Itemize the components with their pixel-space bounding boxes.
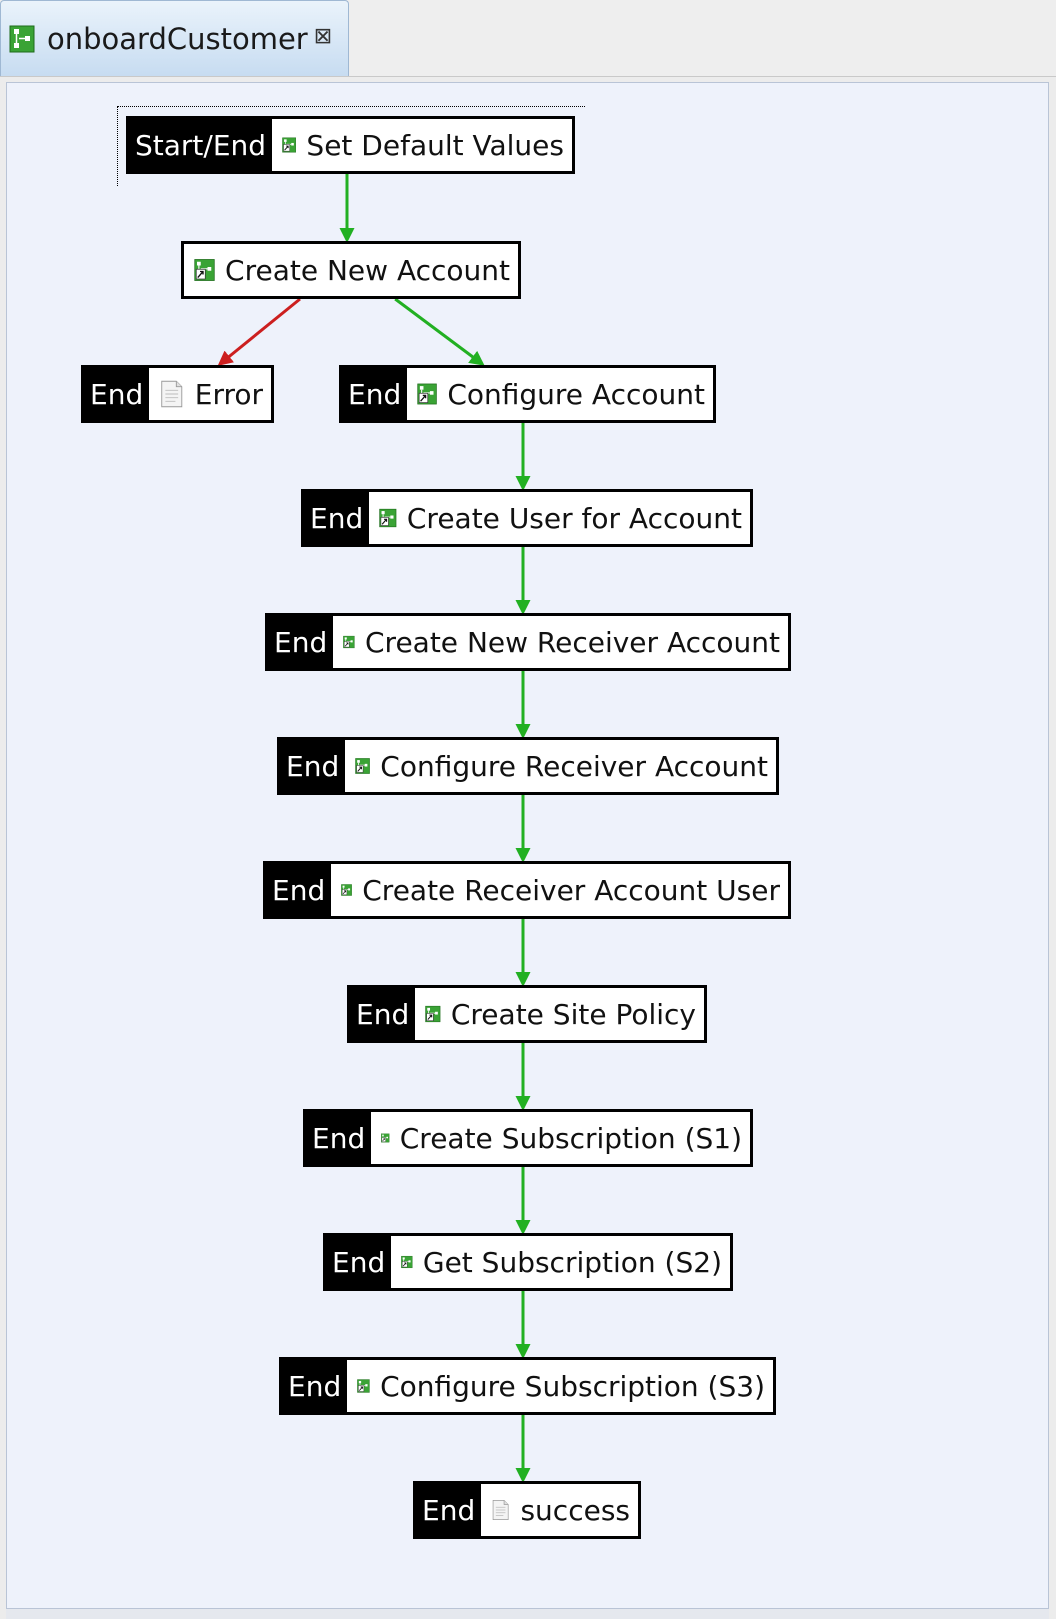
service-call-icon	[282, 137, 297, 153]
node-label: Configure Receiver Account	[380, 749, 768, 783]
node-create-site-policy[interactable]: End Create Site Policy	[347, 985, 707, 1043]
node-create-new-receiver-account[interactable]: End Create New Receiver Account	[265, 613, 791, 671]
tab-title: onboardCustomer	[47, 22, 308, 56]
node-get-subscription-s2[interactable]: End Get Subscription (S2)	[323, 1233, 733, 1291]
node-success[interactable]: End success	[413, 1481, 641, 1539]
service-call-icon	[401, 1255, 413, 1269]
node-set-default-values[interactable]: Start/End Set Default Values	[126, 116, 575, 174]
selection-marquee	[117, 106, 585, 186]
service-call-icon	[425, 1005, 441, 1023]
node-label: Create Receiver Account User	[362, 873, 780, 907]
node-configure-receiver-account[interactable]: End Configure Receiver Account	[277, 737, 779, 795]
service-call-icon	[341, 884, 353, 896]
node-start-end-tag: Start/End	[129, 119, 273, 171]
node-create-user-for-account[interactable]: End Create User for Account	[301, 489, 753, 547]
node-label: Configure Account	[447, 377, 705, 411]
node-create-receiver-account-user[interactable]: End Create Receiver Account User	[263, 861, 791, 919]
node-label: Create User for Account	[406, 501, 742, 535]
node-end-tag: End	[342, 368, 408, 420]
node-end-tag: End	[84, 368, 150, 420]
node-end-tag: End	[266, 864, 332, 916]
document-icon	[492, 1500, 509, 1520]
node-label: Error	[194, 377, 263, 411]
editor-tab-bar: onboardCustomer ⊠	[0, 0, 1056, 77]
node-end-tag: End	[326, 1236, 392, 1288]
service-call-icon	[381, 1133, 390, 1143]
node-end-tag: End	[416, 1484, 482, 1536]
node-label: Configure Subscription (S3)	[380, 1369, 765, 1403]
document-icon	[161, 380, 183, 408]
close-icon[interactable]: ⊠	[313, 24, 333, 49]
service-call-icon	[379, 508, 397, 528]
node-end-tag: End	[306, 1112, 372, 1164]
node-label: Create New Account	[225, 253, 510, 287]
node-label: Create New Receiver Account	[365, 625, 780, 659]
node-label: Create Subscription (S1)	[399, 1121, 742, 1155]
service-call-icon	[343, 635, 355, 649]
service-call-icon	[357, 1379, 371, 1393]
node-label: Create Site Policy	[450, 997, 696, 1031]
node-label: Set Default Values	[306, 128, 564, 162]
node-end-tag: End	[268, 616, 334, 668]
node-end-tag: End	[280, 740, 346, 792]
node-configure-subscription-s3[interactable]: End Configure Subscription (S3)	[279, 1357, 776, 1415]
node-create-subscription-s1[interactable]: End Create Subscription (S1)	[303, 1109, 753, 1167]
process-diagram-icon	[9, 25, 35, 53]
node-configure-account[interactable]: End Configure Account	[339, 365, 716, 423]
node-create-new-account[interactable]: Create New Account	[181, 241, 521, 299]
node-label: Get Subscription (S2)	[422, 1245, 722, 1279]
node-end-tag: End	[350, 988, 416, 1040]
node-label: success	[520, 1493, 630, 1527]
node-end-tag: End	[282, 1360, 348, 1412]
canvas-bottom-edge	[6, 1608, 1049, 1619]
service-call-icon	[355, 757, 371, 775]
edge-create_new_account-to-configure_account[interactable]	[394, 297, 485, 366]
service-call-icon	[417, 383, 438, 405]
node-error[interactable]: End Error	[81, 365, 274, 423]
node-end-tag: End	[304, 492, 370, 544]
tab-onboard-customer[interactable]: onboardCustomer ⊠	[0, 0, 349, 76]
service-call-icon	[194, 258, 215, 282]
edge-create_new_account-to-error[interactable]	[217, 297, 301, 366]
